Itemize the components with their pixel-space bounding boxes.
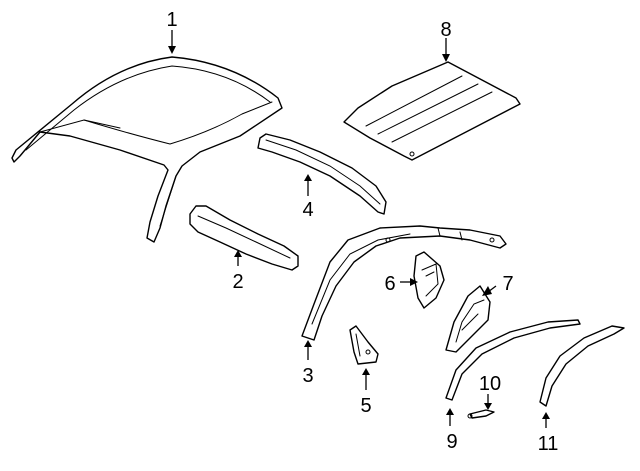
part-9-molding — [445, 319, 581, 401]
leader-lines — [168, 30, 550, 428]
callout-1: 1 — [166, 9, 177, 31]
part-6-bracket — [413, 251, 445, 309]
part-1-roof-panel — [11, 56, 283, 243]
part-11-molding — [539, 325, 625, 407]
part-7-bracket — [445, 285, 491, 353]
part-4-rear-header — [257, 133, 387, 215]
callout-6: 6 — [384, 273, 395, 295]
callout-4: 4 — [302, 199, 313, 221]
part-5-bracket — [349, 325, 379, 365]
callout-10: 10 — [479, 373, 501, 395]
callout-8: 8 — [440, 19, 451, 41]
part-3-side-rail — [301, 225, 507, 341]
callout-11: 11 — [538, 433, 559, 455]
callout-3: 3 — [302, 365, 313, 387]
callout-2: 2 — [232, 271, 243, 293]
part-10-clip — [467, 409, 495, 419]
part-8-liner-panel — [343, 61, 521, 161]
callout-9: 9 — [446, 431, 457, 453]
part-2-header-panel — [189, 205, 299, 271]
callout-5: 5 — [360, 395, 371, 417]
callout-7: 7 — [502, 273, 513, 295]
